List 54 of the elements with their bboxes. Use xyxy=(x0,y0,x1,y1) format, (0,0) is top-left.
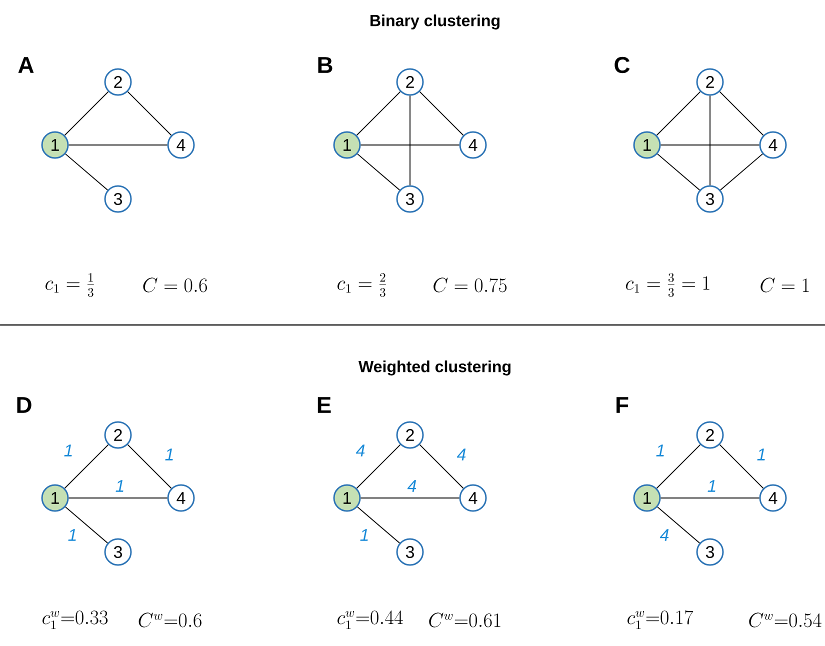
section-title: Weighted clustering xyxy=(358,360,510,376)
edge-label: 1 xyxy=(358,528,370,542)
edge-line xyxy=(419,91,464,136)
formula: $c_1 = \frac{2}{3}$ xyxy=(338,273,386,297)
edge-line xyxy=(360,144,460,146)
formula: $c_1^{w}{=}0.17$ xyxy=(628,610,694,629)
edge-label: 4 xyxy=(456,447,468,462)
formula: $c_1^{w}{=}0.33$ xyxy=(42,610,108,629)
edge-line xyxy=(64,444,109,489)
edge-line xyxy=(357,506,400,544)
edge-label: 1 xyxy=(756,447,768,462)
edge-line xyxy=(64,91,109,136)
edge-line xyxy=(656,444,701,489)
formula: $c_1 = \frac{3}{3} = 1$ xyxy=(626,273,710,297)
edge-line xyxy=(720,153,764,190)
edge-line xyxy=(127,444,172,489)
panel-letter: B xyxy=(318,57,332,73)
edge-line xyxy=(719,91,764,136)
edge-line xyxy=(656,153,700,190)
edge-line xyxy=(357,153,400,190)
edge-line xyxy=(656,506,700,544)
panel-letter: F xyxy=(616,397,628,413)
formula: $C^{w}{=}0.61$ xyxy=(429,612,500,628)
panel-letter: E xyxy=(318,397,331,413)
edge-label: 1 xyxy=(654,443,666,458)
formula: $C^{w}{=}0.6$ xyxy=(138,612,202,628)
panel-letter: A xyxy=(18,57,34,73)
section-title: Binary clustering xyxy=(370,14,500,30)
formula: $C^{w}{=}0.54$ xyxy=(749,612,822,628)
panel-letter: D xyxy=(17,397,32,413)
edge-line xyxy=(127,91,172,136)
edge-line xyxy=(64,153,108,190)
edge-line xyxy=(356,444,401,489)
formula: $C = 0.6$ xyxy=(143,278,207,292)
edge-line xyxy=(719,444,764,489)
edge-label: 1 xyxy=(114,478,126,493)
formula: $C = 0.75$ xyxy=(434,278,507,292)
edge-label: 1 xyxy=(62,443,74,458)
edge-line xyxy=(64,506,108,544)
panel-letter: C xyxy=(614,56,630,74)
edge-label: 4 xyxy=(406,478,418,493)
edge-label: 4 xyxy=(354,443,366,458)
formula: $C = 1$ xyxy=(760,278,809,292)
edge-line xyxy=(660,144,760,146)
edge-line xyxy=(356,91,401,136)
formula: $c_1 = \frac{1}{3}$ xyxy=(46,273,94,297)
edge-label: 1 xyxy=(66,528,78,542)
edge-label: 4 xyxy=(658,528,670,542)
edge-label: 1 xyxy=(706,478,718,493)
edge-line xyxy=(656,91,701,136)
edge-line xyxy=(68,144,168,146)
edge-label: 1 xyxy=(164,447,176,462)
edge-line xyxy=(419,444,464,489)
formula: $c_1^{w}{=}0.44$ xyxy=(338,610,403,629)
